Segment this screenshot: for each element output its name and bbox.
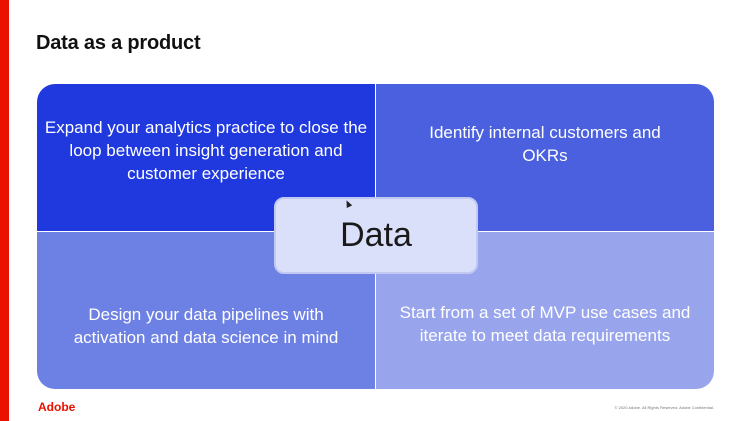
accent-bar: [0, 0, 9, 421]
quadrant-top-left-text: Expand your analytics practice to close …: [44, 118, 368, 183]
quadrant-top-left: Expand your analytics practice to close …: [37, 84, 375, 231]
quadrant-bottom-left-text: Design your data pipelines with activati…: [73, 304, 339, 347]
copyright-notice: © 2020 Adobe. All Rights Reserved. Adobe…: [614, 405, 714, 410]
center-data-box: Data: [274, 197, 478, 274]
quadrant-bottom-right-text: Start from a set of MVP use cases and it…: [399, 302, 691, 345]
center-data-label: Data: [340, 216, 412, 254]
slide-title: Data as a product: [36, 32, 201, 54]
quadrant-bottom-right: Start from a set of MVP use cases and it…: [376, 232, 714, 389]
adobe-logo: Adobe: [38, 400, 76, 414]
quadrant-top-right-text: Identify internal customers and OKRs: [429, 122, 661, 165]
